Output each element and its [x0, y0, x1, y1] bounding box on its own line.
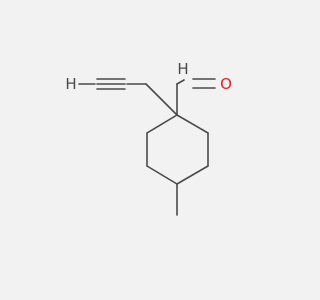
ring-bond-c4-c5 — [146, 165, 178, 185]
aldehyde-group: H O — [176, 60, 232, 116]
propargyl-group: H — [65, 75, 178, 116]
cyclohexane-ring — [146, 114, 209, 185]
ring-bond-c1-c2 — [176, 114, 209, 134]
aldehyde-hydrogen-label: H — [177, 60, 188, 78]
molecule-diagram: H O H — [65, 60, 232, 216]
ring-bond-c6-c1 — [146, 114, 178, 134]
terminal-hydrogen-label: H — [65, 75, 76, 93]
carbonyl-oxygen-label: O — [220, 75, 232, 93]
ring-bond-c3-c4 — [176, 165, 209, 185]
aldehyde-c-h-bond — [176, 79, 185, 85]
propargyl-ch2-bond — [145, 83, 178, 116]
